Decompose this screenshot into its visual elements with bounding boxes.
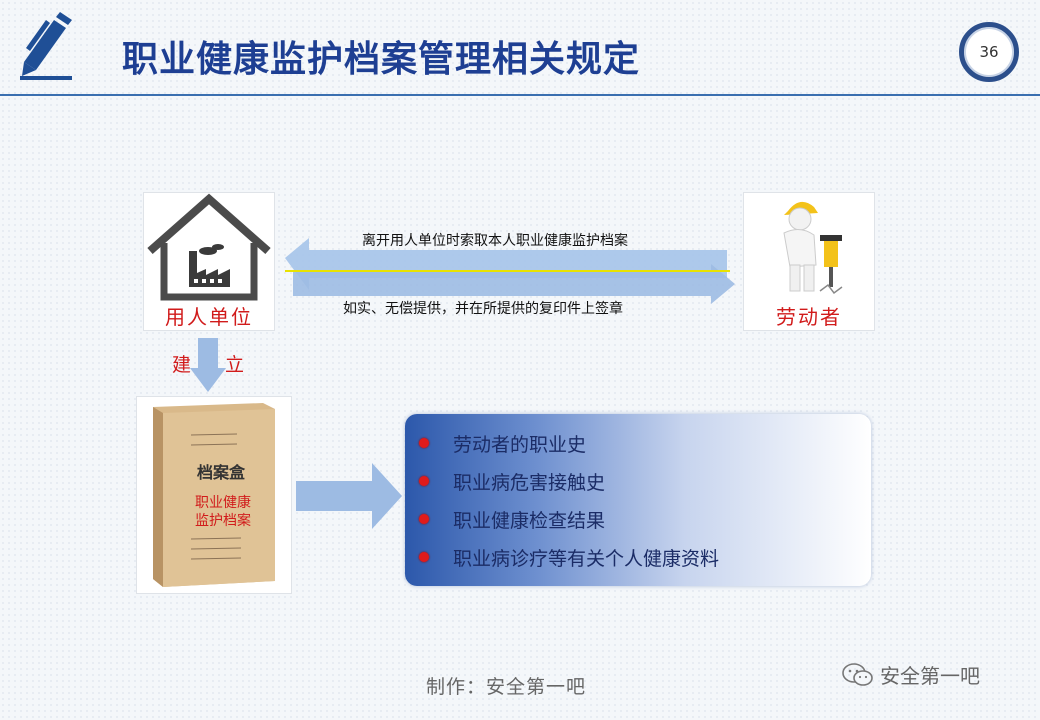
pencil-logo-icon xyxy=(20,12,72,80)
down-arrow-icon xyxy=(190,338,226,392)
worker-jackhammer-icon xyxy=(783,201,843,295)
archive-box-red-line2: 监护档案 xyxy=(195,513,251,529)
list-item: 职业健康检查结果 xyxy=(419,500,871,538)
build-text-1: 建 xyxy=(172,354,192,376)
watermark-text: 安全第一吧 xyxy=(880,664,980,688)
wechat-watermark: 安全第一吧 xyxy=(842,660,980,689)
bullet-icon xyxy=(419,476,429,486)
header-divider xyxy=(0,94,1040,96)
bullet-icon xyxy=(419,514,429,524)
list-item: 职业病危害接触史 xyxy=(419,462,871,500)
page-title: 职业健康监护档案管理相关规定 xyxy=(122,39,641,80)
bullet-icon xyxy=(419,552,429,562)
arrow-bottom-text: 如实、无偿提供，并在所提供的复印件上签章 xyxy=(343,301,623,317)
arrow-top-text: 离开用人单位时索取本人职业健康监护档案 xyxy=(362,233,628,249)
wechat-icon xyxy=(842,662,873,686)
archive-box-red-line1: 职业健康 xyxy=(195,495,251,511)
archive-box-title: 档案盒 xyxy=(197,463,246,482)
arrow-divider-line xyxy=(285,270,730,272)
footer-credit: 制作：安全第一吧 xyxy=(426,676,587,698)
double-arrow-icon xyxy=(285,238,735,304)
employer-label: 用人单位 xyxy=(165,305,253,329)
list-item: 劳动者的职业史 xyxy=(419,424,871,462)
worker-label: 劳动者 xyxy=(776,305,842,329)
build-text-2: 立 xyxy=(225,354,245,376)
record-contents-list: 劳动者的职业史 职业病危害接触史 职业健康检查结果 职业病诊疗等有关个人健康资料 xyxy=(405,414,871,576)
bullet-icon xyxy=(419,438,429,448)
right-arrow-icon xyxy=(296,463,402,529)
worker-card: 劳动者 xyxy=(743,192,875,331)
page-number-badge: 36 xyxy=(959,22,1019,82)
list-item: 职业病诊疗等有关个人健康资料 xyxy=(419,538,871,576)
archive-box-card: 档案盒 职业健康 监护档案 xyxy=(136,396,292,594)
record-contents-panel: 劳动者的职业史 职业病危害接触史 职业健康检查结果 职业病诊疗等有关个人健康资料 xyxy=(405,414,871,586)
archive-box-icon xyxy=(153,403,275,587)
employer-card: 用人单位 xyxy=(143,192,275,331)
factory-house-icon xyxy=(147,193,271,301)
